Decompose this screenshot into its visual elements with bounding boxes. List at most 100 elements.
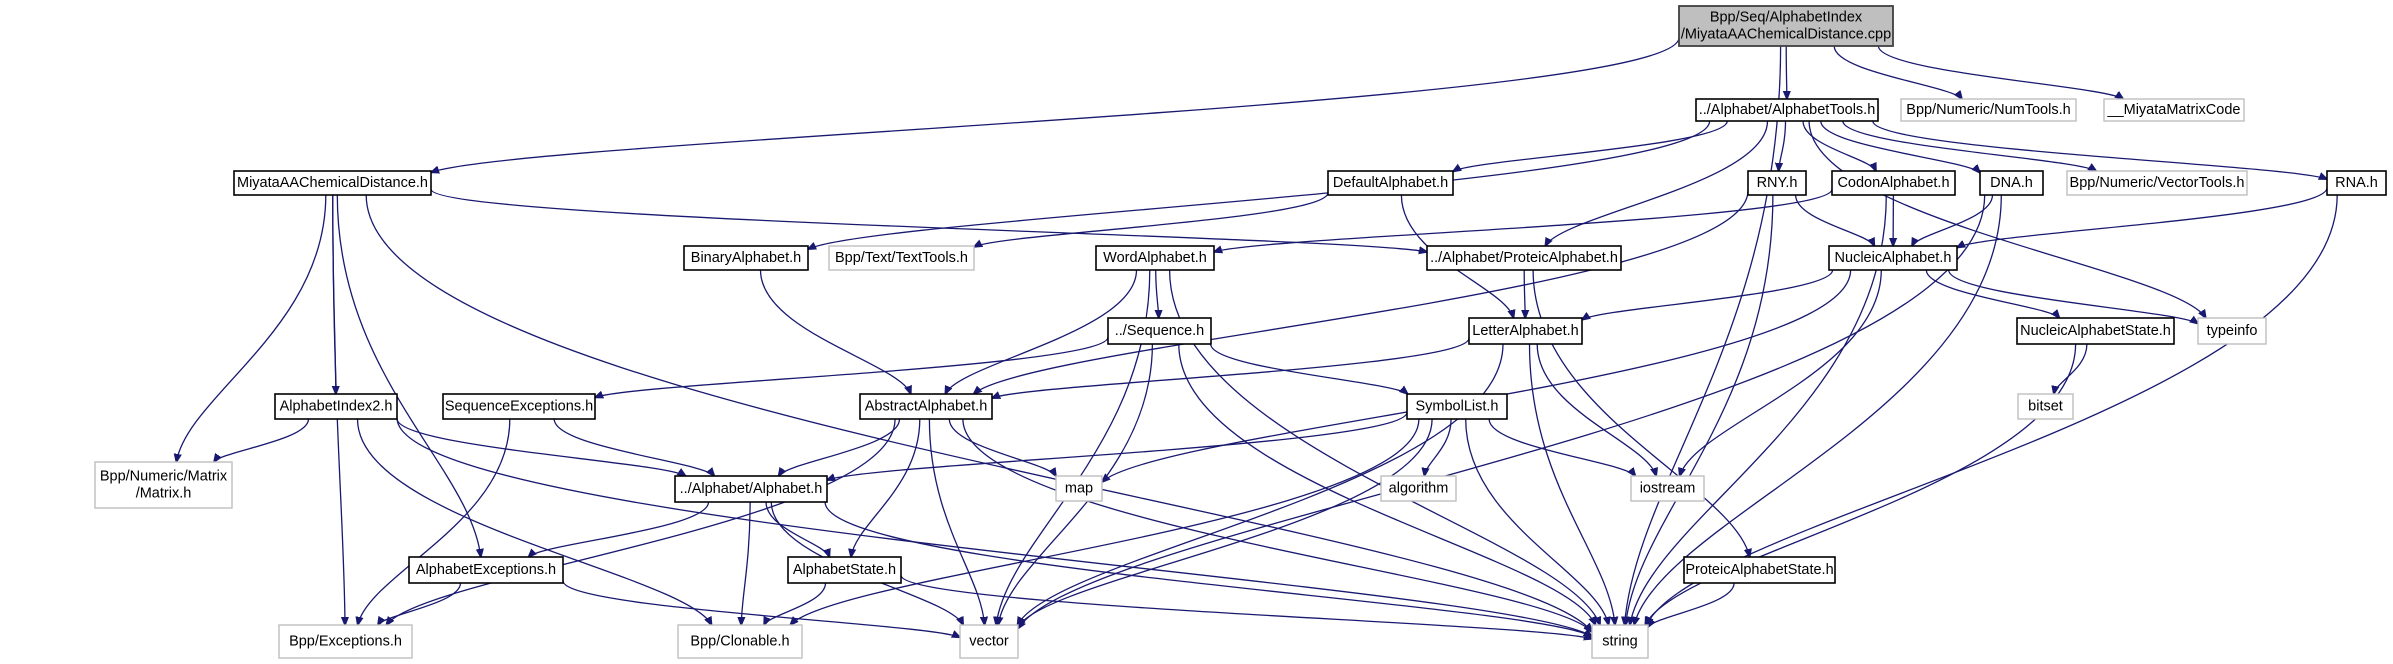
edge-seqexceptions-to-alphabet [553, 418, 714, 476]
node-box [1591, 624, 1649, 659]
node-letter[interactable]: LetterAlphabet.h [1468, 317, 1583, 345]
node-alphexceptions[interactable]: AlphabetExceptions.h [408, 556, 564, 584]
edge-nucleic-to-nucleicstate [1925, 269, 2059, 318]
edge-abstract-to-string [962, 418, 1592, 632]
node-alphabettools[interactable]: ../Alphabet/AlphabetTools.h [1695, 98, 1879, 122]
edge-dna-to-vector [1018, 194, 1986, 629]
edge-defaultalphabet-to-texttools [974, 192, 1329, 247]
node-box [2017, 393, 2074, 420]
node-label: BinaryAlphabet.h [691, 250, 801, 266]
node-label: /Matrix.h [136, 486, 192, 502]
node-defaultalphabet[interactable]: DefaultAlphabet.h [1327, 170, 1454, 196]
node-label: ../Sequence.h [1115, 323, 1205, 339]
node-label: DefaultAlphabet.h [1333, 175, 1448, 191]
node-word[interactable]: WordAlphabet.h [1095, 245, 1215, 271]
node-proteicstate[interactable]: ProteicAlphabetState.h [1683, 556, 1836, 584]
node-alphstate[interactable]: AlphabetState.h [787, 556, 902, 584]
edge-alphexceptions-to-exceptions [378, 582, 462, 625]
node-label: map [1065, 481, 1093, 497]
node-binary[interactable]: BinaryAlphabet.h [683, 245, 809, 271]
node-rna[interactable]: RNA.h [2326, 170, 2387, 196]
node-label: Bpp/Clonable.h [690, 634, 789, 650]
node-box [1683, 556, 1836, 584]
node-rny[interactable]: RNY.h [1747, 170, 1807, 196]
node-sequence[interactable]: ../Sequence.h [1107, 317, 1212, 345]
node-label: algorithm [1389, 481, 1449, 497]
node-label: /MiyataAAChemicalDistance.cpp [1681, 27, 1891, 43]
node-cpp[interactable]: Bpp/Seq/AlphabetIndex/MiyataAAChemicalDi… [1678, 5, 1894, 47]
node-box [1747, 170, 1807, 196]
node-label: Bpp/Numeric/NumTools.h [1906, 102, 2070, 118]
edge-symbollist-to-algorithm [1424, 418, 1452, 476]
node-alphabet[interactable]: ../Alphabet/Alphabet.h [674, 475, 828, 503]
node-label: CodonAlphabet.h [1837, 175, 1949, 191]
edge-miyatah-to-string [365, 194, 1592, 632]
edge-miyatah-to-exceptions [332, 194, 345, 625]
node-label: AlphabetExceptions.h [416, 562, 556, 578]
node-dna[interactable]: DNA.h [1979, 170, 2044, 196]
edge-abstract-to-alphstate [851, 418, 921, 557]
edge-alphabet-to-alphstate [765, 501, 830, 557]
edge-cpp-to-miyatacode [1877, 45, 2123, 99]
node-label: SequenceExceptions.h [445, 399, 593, 415]
edge-alphabettools-to-rna [1872, 120, 2327, 179]
edge-proteic-to-proteicstate [1532, 269, 1750, 557]
node-texttools: Bpp/Text/TextTools.h [828, 245, 975, 271]
node-string: string [1591, 624, 1649, 659]
edge-letter-to-abstract [992, 337, 1470, 398]
node-typeinfo: typeinfo [2197, 317, 2267, 345]
node-box [94, 461, 233, 509]
edge-sequence-to-symbollist [1210, 343, 1408, 394]
edge-alphabettools-to-typeinfo [1808, 120, 2206, 318]
node-numtools: Bpp/Numeric/NumTools.h [1900, 98, 2077, 122]
node-matrix: Bpp/Numeric/Matrix/Matrix.h [94, 461, 233, 509]
edge-alphabet-to-alphexceptions [529, 501, 710, 557]
edge-word-to-sequence [1156, 269, 1159, 318]
node-box [1327, 170, 1454, 196]
node-label: string [1602, 634, 1637, 650]
node-box [408, 556, 564, 584]
node-seqexceptions[interactable]: SequenceExceptions.h [442, 393, 596, 420]
node-label: vector [969, 634, 1009, 650]
node-box [233, 170, 432, 196]
node-label: iostream [1640, 481, 1696, 497]
node-box [2016, 317, 2175, 345]
edge-codon-to-string [1630, 194, 1887, 625]
node-box [677, 624, 803, 659]
node-box [1630, 475, 1705, 502]
node-box [1900, 98, 2077, 122]
edge-sequence-to-seqexceptions [595, 336, 1109, 397]
edge-alphstate-to-clonable [764, 582, 827, 625]
edge-cpp-to-alphabettools [1786, 45, 1787, 99]
edge-letter-to-iostream [1536, 343, 1656, 476]
edge-abstract-to-alphabet [779, 418, 901, 476]
edge-proteic-to-letter [1524, 269, 1525, 318]
node-label: NucleicAlphabet.h [1835, 250, 1952, 266]
node-label: LetterAlphabet.h [1472, 323, 1578, 339]
node-box [442, 393, 596, 420]
edges-layer [176, 37, 2338, 639]
edge-miyatah-to-matrix [176, 194, 327, 462]
edge-alphabettools-to-binary [808, 120, 1711, 249]
node-box [1468, 317, 1583, 345]
edge-alphabettools-to-proteic [1545, 120, 1769, 246]
node-codon[interactable]: CodonAlphabet.h [1831, 170, 1956, 196]
node-box [2066, 170, 2248, 196]
node-label: ../Alphabet/ProteicAlphabet.h [1430, 250, 1618, 266]
node-box [1831, 170, 1956, 196]
node-proteic[interactable]: ../Alphabet/ProteicAlphabet.h [1426, 245, 1622, 271]
nodes-layer: Bpp/Seq/AlphabetIndex/MiyataAAChemicalDi… [94, 5, 2387, 659]
node-nucleic[interactable]: NucleicAlphabet.h [1828, 245, 1958, 271]
node-label: MiyataAAChemicalDistance.h [237, 175, 428, 191]
node-box [683, 245, 809, 271]
node-label: ../Alphabet/Alphabet.h [680, 481, 823, 497]
node-miyatah[interactable]: MiyataAAChemicalDistance.h [233, 170, 432, 196]
node-symbollist[interactable]: SymbolList.h [1406, 393, 1508, 420]
node-nucleicstate[interactable]: NucleicAlphabetState.h [2016, 317, 2175, 345]
node-alphabetindex2[interactable]: AlphabetIndex2.h [274, 393, 398, 420]
node-abstract[interactable]: AbstractAlphabet.h [859, 393, 993, 420]
edge-abstract-to-vector [928, 418, 984, 625]
node-label: AlphabetState.h [793, 562, 896, 578]
edge-nucleic-to-letter [1582, 269, 1834, 320]
